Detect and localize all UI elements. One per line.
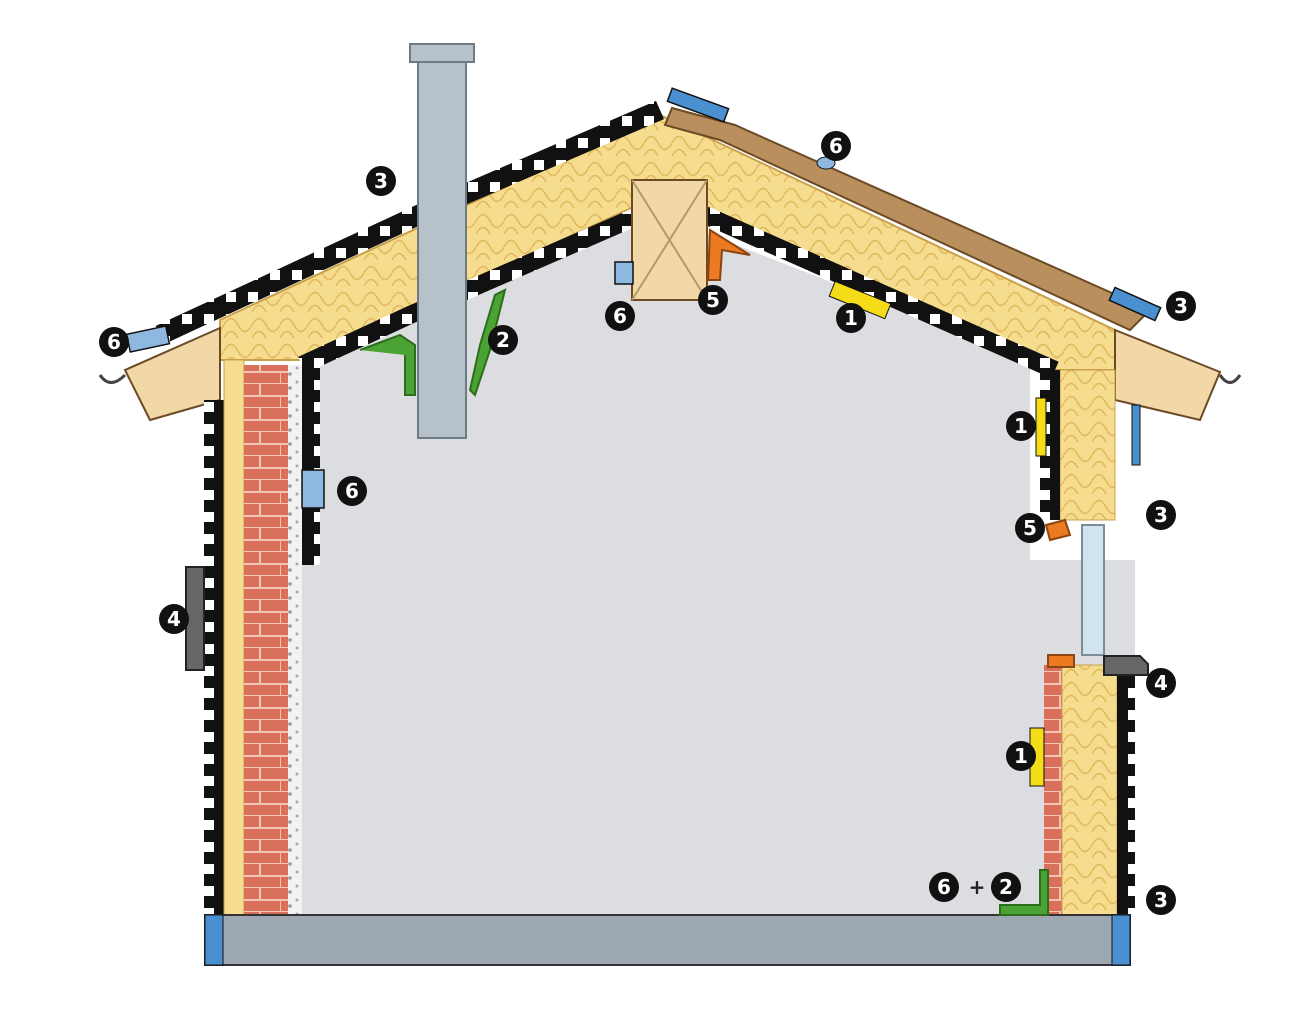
callout-marker: 1 <box>836 303 866 333</box>
callout-marker: 4 <box>1146 668 1176 698</box>
callout-marker: 1 <box>1006 411 1036 441</box>
callout-circle <box>1146 885 1176 915</box>
callout-number: 6 <box>613 304 627 328</box>
callout-number: 6 <box>107 330 121 354</box>
callout-number: 3 <box>1154 503 1168 527</box>
gutter-left <box>98 373 127 384</box>
tape-blue-eave-left <box>125 325 171 353</box>
seal-orange-window-top <box>1044 518 1072 542</box>
wall-membrane-left-outer <box>204 400 224 920</box>
callout-layer: 6 3 2 6 6 5 6 1 3 1 5 3 4 4 1 6 2 3 <box>99 131 1196 915</box>
callout-circle <box>698 285 728 315</box>
seal-yellow-dormer <box>1035 397 1047 457</box>
floor-tape-left <box>204 914 224 966</box>
callout-marker: 6 <box>929 872 959 902</box>
seal-green-right <box>468 288 507 397</box>
vapour-membrane-roof-right <box>701 206 1059 379</box>
callout-circle <box>991 872 1021 902</box>
callout-number: 4 <box>1154 671 1168 695</box>
callout-circle <box>1146 668 1176 698</box>
wall-brick-left <box>244 365 288 915</box>
wall-membrane-right-lower <box>1117 665 1135 915</box>
tape-blue-eave-right <box>1108 286 1162 322</box>
callout-circle <box>1166 291 1196 321</box>
callout-marker: 5 <box>1015 513 1045 543</box>
seal-orange-window-bottom <box>1047 654 1075 668</box>
callout-number: 6 <box>829 134 843 158</box>
callout-circle <box>1006 411 1036 441</box>
tape-blue-interior-left <box>301 469 325 509</box>
callout-marker: 6 <box>99 327 129 357</box>
callout-number: 4 <box>167 607 181 631</box>
callout-marker: 4 <box>159 604 189 634</box>
callout-number: 1 <box>1014 414 1028 438</box>
callout-marker: 2 <box>991 872 1021 902</box>
callout-marker: 6 <box>337 476 367 506</box>
tape-blue-dormer <box>1131 404 1141 466</box>
callout-marker: 6 <box>821 131 851 161</box>
callout-number: 3 <box>1174 294 1188 318</box>
callout-marker: 5 <box>698 285 728 315</box>
callout-marker: 6 <box>605 301 635 331</box>
wall-membrane-left-inner <box>302 365 320 565</box>
callout-marker: 3 <box>1146 885 1176 915</box>
callout-marker: 1 <box>1006 741 1036 771</box>
eave-right <box>1114 328 1222 422</box>
floor-tape-right <box>1111 914 1131 966</box>
callout-number: 1 <box>1014 744 1028 768</box>
gutter-right <box>1218 374 1242 384</box>
callout-number: 5 <box>1023 516 1037 540</box>
callout-marker: 2 <box>488 325 518 355</box>
callout-circle <box>159 604 189 634</box>
tape-blue-ridge-top <box>666 87 730 123</box>
callout-circle <box>99 327 129 357</box>
tape-blue-ridge <box>614 261 634 285</box>
callout-number: 3 <box>374 169 388 193</box>
wall-insulation-right-upper <box>1059 369 1116 521</box>
seal-orange-roof <box>706 228 751 281</box>
interior-space <box>302 215 1135 915</box>
callout-circle <box>337 476 367 506</box>
flue-cap <box>409 43 475 63</box>
plus-sign: + <box>969 875 986 899</box>
callout-circle <box>929 872 959 902</box>
callout-number: 1 <box>844 306 858 330</box>
callout-circle <box>1015 513 1045 543</box>
callout-number: 6 <box>345 479 359 503</box>
wall-brick-right <box>1044 665 1062 915</box>
callout-circle <box>1006 741 1036 771</box>
callout-number: 2 <box>999 875 1013 899</box>
seal-green-left <box>359 333 416 396</box>
window-glass <box>1081 524 1105 656</box>
seal-gray-window-sill <box>1103 655 1149 676</box>
callout-circle <box>366 166 396 196</box>
wall-insulation-left <box>223 359 245 916</box>
callout-number: 2 <box>496 328 510 352</box>
callout-number: 6 <box>937 875 951 899</box>
flue-pipe <box>417 59 467 439</box>
vapour-membrane-roof <box>298 206 644 374</box>
callout-circle <box>836 303 866 333</box>
callout-circle <box>1146 500 1176 530</box>
callout-marker: 3 <box>1166 291 1196 321</box>
wall-insulation-right-lower <box>1061 664 1118 916</box>
callout-circle <box>605 301 635 331</box>
callout-circle <box>488 325 518 355</box>
callout-marker: 3 <box>1146 500 1176 530</box>
floor-slab <box>204 914 1131 966</box>
roof-boards <box>663 106 1152 332</box>
callout-circle <box>821 131 851 161</box>
callout-number: 5 <box>706 288 720 312</box>
seal-green-floor <box>999 869 1049 916</box>
callout-marker: 3 <box>366 166 396 196</box>
wall-plaster-left <box>288 365 302 915</box>
callout-number: 3 <box>1154 888 1168 912</box>
